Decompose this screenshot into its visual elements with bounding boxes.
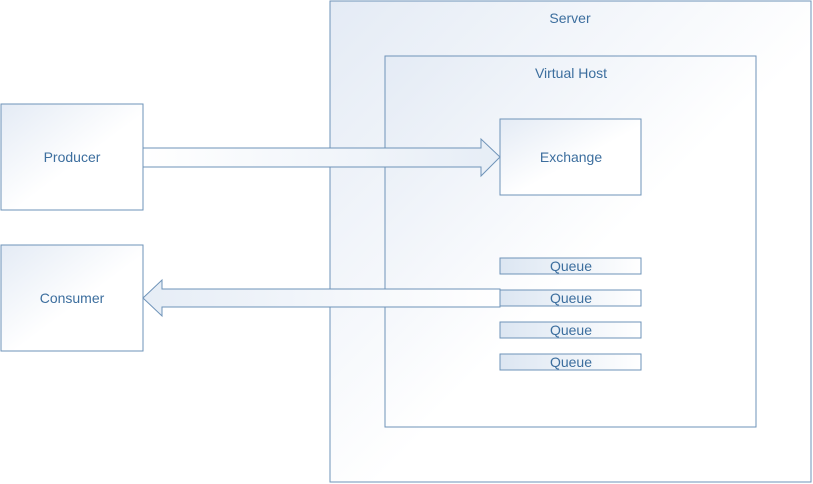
queue-node: Queue [499, 353, 642, 371]
exchange-label: Exchange [540, 149, 602, 165]
queue-node: Queue [499, 257, 642, 275]
virtual-host-label: Virtual Host [535, 65, 607, 81]
queue-label: Queue [550, 322, 592, 338]
queue-label: Queue [550, 290, 592, 306]
consumer-label: Consumer [40, 290, 105, 306]
virtual-host-node: Virtual Host [384, 55, 757, 428]
producer-label: Producer [44, 149, 101, 165]
queue-label: Queue [550, 258, 592, 274]
server-label: Server [549, 10, 591, 26]
producer-node: Producer [0, 103, 144, 211]
queue-to-consumer-arrow [142, 278, 501, 318]
consumer-node: Consumer [0, 244, 144, 352]
queue-label: Queue [550, 354, 592, 370]
exchange-node: Exchange [499, 118, 642, 196]
queue-node: Queue [499, 321, 642, 339]
producer-to-exchange-arrow [142, 137, 501, 178]
queue-node: Queue [499, 289, 642, 307]
